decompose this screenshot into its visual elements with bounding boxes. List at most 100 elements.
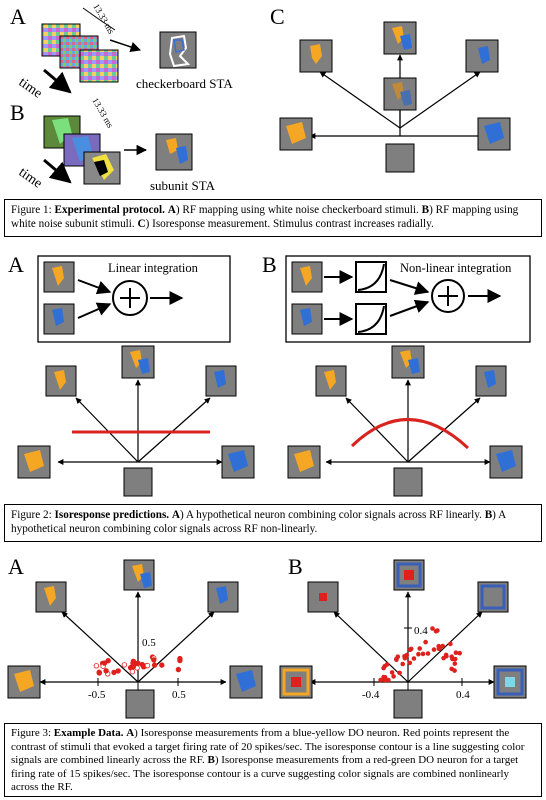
fig3-b-point [416, 651, 421, 657]
fig3-a-point [144, 662, 151, 669]
fig3-b-point [452, 656, 458, 662]
fig3-b-point [378, 677, 383, 683]
fig1-b-ms-label: 13.33 ms [90, 96, 115, 130]
fig3-a-point [96, 670, 102, 676]
fig3-b-point [389, 670, 395, 675]
fig3-b-point [417, 646, 423, 651]
fig3-b-points [378, 626, 463, 683]
fig3-a-point [130, 663, 137, 669]
fig3-caption-title: Example Data. [53, 727, 124, 739]
fig2-caption-b-letter: B [484, 509, 493, 521]
fig3-a-point [151, 662, 158, 668]
fig3-panel-b-letter: B [288, 554, 303, 579]
fig3-caption-b-letter: B [207, 754, 215, 767]
fig1-caption-title: Experimental protocol. [54, 204, 165, 216]
fig1-b-time-label: time [16, 165, 45, 192]
fig3-caption-prefix: Figure 3: [11, 727, 54, 739]
fig2-linear-label: Linear integration [108, 261, 199, 275]
fig1-a-time-label: time [16, 75, 45, 102]
fig1-checkerboard-stack [41, 7, 141, 94]
fig3-a-point [175, 666, 182, 673]
fig3-b-point [394, 657, 399, 662]
fig3-b-point [404, 652, 410, 658]
fig3-b-point [411, 656, 417, 661]
fig3-b-point [400, 661, 406, 667]
fig3-b-point [386, 677, 391, 683]
fig3-b-point [391, 674, 396, 679]
fig2-caption-title: Isoresponse predictions. [54, 509, 170, 521]
fig3-b-point [384, 662, 390, 667]
fig3-a-point [151, 657, 157, 663]
fig1-caption-a-text: ) RF mapping using white noise checkerbo… [175, 204, 419, 216]
fig3-a-point [129, 669, 136, 675]
fig1-subunit-stack [43, 115, 148, 185]
fig3-a-point [139, 661, 145, 668]
fig3-b-point [449, 654, 455, 659]
fig3-b-point [452, 661, 458, 666]
fig3-b-point [436, 646, 442, 652]
fig2-a-schematic [37, 255, 231, 343]
fig3-caption-a-text: ) Isoresponse measurements from a blue-y… [11, 727, 525, 767]
fig3-a-point [105, 658, 111, 664]
fig3-a-plot [7, 559, 263, 719]
fig1-caption: Figure 1: Experimental protocol. A) RF m… [4, 199, 542, 237]
fig3-b-tick-xneg: -0.4 [362, 689, 380, 701]
fig3-b-point [407, 647, 413, 652]
fig3-b-point [453, 650, 459, 655]
fig3-caption-b-text: ) Isoresponse measurements from a red-gr… [11, 754, 519, 794]
fig3-b-tick-y: 0.4 [414, 625, 428, 637]
fig3-a-point [121, 662, 128, 668]
fig3-b-point [457, 650, 463, 656]
fig3-b-point [443, 652, 449, 658]
fig1-subunit-sta [155, 133, 193, 171]
fig3-a-points [93, 654, 183, 677]
fig3-b-point [448, 641, 453, 647]
fig2-caption-a-text: ) A hypothetical neuron combining color … [180, 509, 482, 521]
fig1-caption-prefix: Figure 1: [11, 204, 55, 216]
fig3-b-tick-xpos: 0.4 [456, 689, 470, 701]
fig3-a-tick-y: 0.5 [142, 637, 156, 649]
fig3-caption-a-letter: A [126, 727, 135, 739]
fig3-b-point [423, 639, 428, 645]
fig2-b-schematic [285, 255, 531, 343]
fig3-b-point [431, 647, 437, 652]
fig2-caption-prefix: Figure 2: [11, 509, 55, 521]
fig2-caption-b-text: ) A hypothetical neuron combining color … [11, 509, 506, 535]
fig3-b-point [407, 660, 413, 666]
fig2-panel-a-letter: A [8, 252, 24, 277]
fig3-a-point [101, 660, 108, 666]
fig1-a-ms-label: 13.33 ms [91, 2, 116, 36]
fig3-caption: Figure 3: Example Data. A) Isoresponse m… [4, 723, 542, 797]
fig1-caption-a-letter: A [167, 204, 176, 216]
fig2-b-fan [287, 345, 523, 497]
fig2-nonlinear-label: Non-linear integration [400, 261, 512, 275]
fig3-a-point [111, 669, 117, 676]
fig1-c-fan [279, 21, 511, 173]
fig1-checkerboard-sta-label: checkerboard STA [136, 76, 233, 91]
fig3-b-point [440, 643, 446, 649]
fig3-b-point [435, 628, 440, 633]
fig3-b-point [420, 651, 426, 657]
fig1-panel-a-letter: A [10, 4, 26, 29]
fig3-b-point [425, 651, 431, 656]
fig2-panel-b-letter: B [262, 252, 277, 277]
fig3-a-tick-xneg: -0.5 [88, 689, 106, 701]
fig3-b-point [430, 626, 435, 631]
fig3-a-tick-xpos: 0.5 [172, 689, 186, 701]
fig1-checkerboard-sta [159, 31, 197, 69]
fig3-b-point [397, 670, 402, 676]
fig3-a-point [177, 657, 183, 664]
fig2-caption-a-letter: A [171, 509, 180, 521]
fig1-caption-b-text: ) RF mapping using white noise subunit s… [11, 204, 519, 230]
fig1-caption-c-letter: C [137, 218, 146, 230]
fig1-panel-c-letter: C [270, 4, 285, 29]
fig3-b-plot [279, 559, 527, 719]
fig3-b-point [382, 675, 388, 680]
fig1-subunit-sta-label: subunit STA [150, 178, 216, 193]
fig1-panel-b-letter: B [10, 100, 25, 125]
fig3-a-point [93, 663, 100, 669]
fig3-a-point [103, 668, 109, 674]
fig3-panel-a-letter: A [8, 554, 24, 579]
fig1-caption-b-letter: B [421, 204, 430, 216]
